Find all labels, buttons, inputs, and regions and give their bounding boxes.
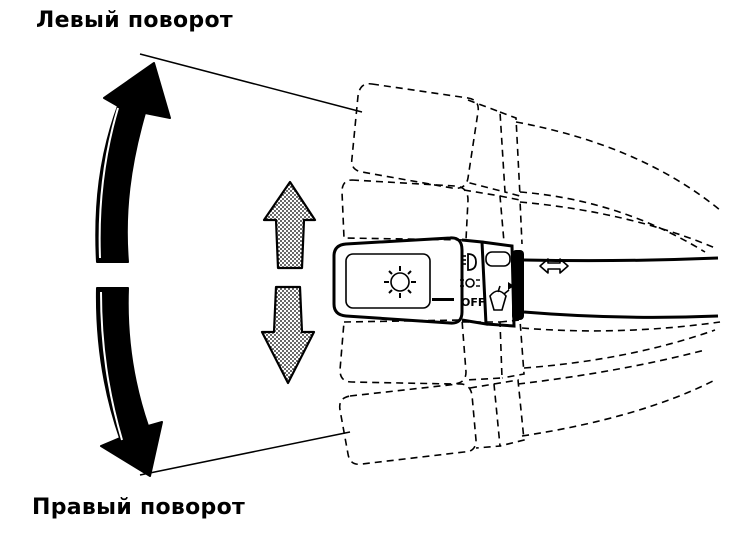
sweep-line-bottom [139,431,351,476]
sweep-line-top [139,53,363,113]
ghost-lever-upper [350,82,721,253]
label-left-turn: Левый поворот [36,8,233,33]
label-right-turn: Правый поворот [32,495,246,520]
switch-off-label: OFF [461,296,485,309]
flash-to-pass-icon [508,282,514,290]
arrow-right-turn-highlight [100,291,123,441]
headlight-icon [384,266,416,298]
washer-icon [489,285,510,311]
high-beam-icon [462,253,477,271]
double-arrow-horizontal-icon [539,258,569,274]
arrow-right-turn-icon [95,287,163,477]
parking-light-icon [460,278,480,288]
arrow-left-turn-icon [95,62,171,263]
ghost-lever-mid-upper [341,179,716,249]
ghost-lever-mid-lower [339,319,721,385]
arrow-down-small-icon [260,285,316,385]
turn-signal-lever: OFF [332,236,719,328]
arrow-left-turn-highlight [98,107,119,259]
arrow-up-small-icon [262,180,317,270]
ghost-lever-lower [338,349,716,466]
